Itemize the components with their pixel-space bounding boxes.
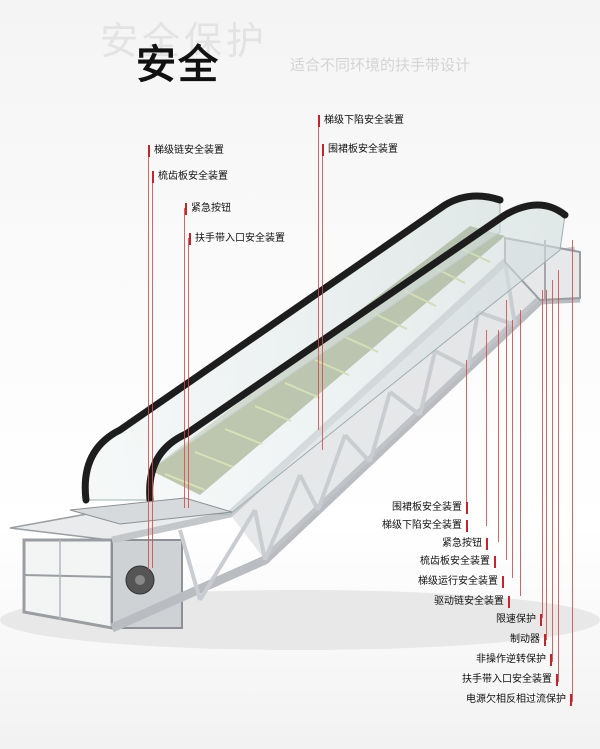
label-text: 梯级下陷安全装置 bbox=[324, 115, 404, 126]
leader-line bbox=[152, 178, 153, 568]
label-step-running-safety: 梯级运行安全装置 bbox=[418, 576, 504, 588]
label-text: 紧急按钮 bbox=[191, 203, 231, 214]
leader-line bbox=[542, 290, 543, 618]
leader-line bbox=[572, 240, 573, 702]
background-watermark-text: 安全保护 bbox=[100, 19, 269, 63]
label-step-sag-safety: 梯级下陷安全装置 bbox=[318, 115, 404, 127]
label-tick bbox=[544, 634, 546, 646]
leader-line bbox=[558, 270, 559, 682]
label-brake: 制动器 bbox=[510, 634, 546, 646]
leader-line bbox=[512, 320, 513, 578]
label-text: 围裙板安全装置 bbox=[392, 502, 462, 513]
label-text: 制动器 bbox=[510, 634, 540, 645]
leader-line bbox=[466, 360, 467, 510]
leader-line bbox=[318, 120, 319, 430]
label-text: 围裙板安全装置 bbox=[328, 144, 398, 155]
label-emergency-button: 紧急按钮 bbox=[185, 203, 231, 215]
label-tick bbox=[466, 520, 468, 532]
label-skirt-safety-lower: 围裙板安全装置 bbox=[392, 502, 468, 514]
label-power-phase-protection: 电源欠相反相过流保护 bbox=[466, 694, 572, 706]
label-tick bbox=[148, 145, 150, 157]
leader-line bbox=[506, 300, 507, 560]
label-text: 扶手带入口安全装置 bbox=[462, 674, 552, 685]
lower-landing-plate bbox=[69, 497, 233, 525]
label-comb-plate-safety-lower: 梳齿板安全装置 bbox=[420, 556, 496, 568]
label-tick bbox=[466, 502, 468, 514]
label-text: 梳齿板安全装置 bbox=[420, 556, 490, 567]
leader-line bbox=[498, 330, 499, 542]
label-tick bbox=[322, 144, 324, 156]
page-title: 安全 bbox=[136, 42, 220, 88]
label-text: 扶手带入口安全装置 bbox=[195, 233, 285, 244]
label-tick bbox=[185, 203, 187, 215]
label-text: 电源欠相反相过流保护 bbox=[466, 694, 566, 705]
label-tick bbox=[556, 674, 558, 686]
leader-line bbox=[184, 208, 185, 508]
leader-line bbox=[322, 150, 323, 450]
label-text: 紧急按钮 bbox=[442, 538, 482, 549]
label-text: 梯级运行安全装置 bbox=[418, 576, 498, 587]
label-tick bbox=[570, 694, 572, 706]
label-skirt-safety: 围裙板安全装置 bbox=[322, 144, 398, 156]
label-text: 驱动链安全装置 bbox=[434, 596, 504, 607]
label-tick bbox=[540, 614, 542, 626]
label-tick bbox=[152, 171, 154, 183]
label-handrail-entry-safety: 扶手带入口安全装置 bbox=[189, 233, 285, 245]
label-step-chain-safety: 梯级链安全装置 bbox=[148, 145, 224, 157]
label-step-sag-safety-lower: 梯级下陷安全装置 bbox=[382, 520, 468, 532]
leader-line bbox=[552, 280, 553, 662]
label-speed-limit-protection: 限速保护 bbox=[496, 614, 542, 626]
leader-line bbox=[546, 290, 547, 640]
glass-balustrade-right bbox=[146, 201, 569, 515]
label-tick bbox=[486, 538, 488, 550]
label-reverse-protection: 非操作逆转保护 bbox=[476, 654, 552, 666]
label-text: 非操作逆转保护 bbox=[476, 654, 546, 665]
label-text: 梳齿板安全装置 bbox=[158, 171, 228, 182]
label-emergency-button-lower: 紧急按钮 bbox=[442, 538, 488, 550]
label-tick bbox=[318, 115, 320, 127]
label-text: 限速保护 bbox=[496, 614, 536, 625]
label-drive-chain-safety: 驱动链安全装置 bbox=[434, 596, 510, 608]
label-tick bbox=[189, 233, 191, 245]
leader-line bbox=[188, 238, 189, 508]
leader-line bbox=[486, 330, 487, 526]
label-handrail-entry-safety-lower: 扶手带入口安全装置 bbox=[462, 674, 558, 686]
background-subtitle: 适合不同环境的扶手带设计 bbox=[290, 56, 471, 74]
label-comb-plate-safety: 梳齿板安全装置 bbox=[152, 171, 228, 183]
label-tick bbox=[502, 576, 504, 588]
leader-line bbox=[520, 310, 521, 596]
label-tick bbox=[494, 556, 496, 568]
leader-line bbox=[148, 150, 149, 570]
label-tick bbox=[550, 654, 552, 666]
label-text: 梯级链安全装置 bbox=[154, 145, 224, 156]
label-tick bbox=[508, 596, 510, 608]
label-text: 梯级下陷安全装置 bbox=[382, 520, 462, 531]
